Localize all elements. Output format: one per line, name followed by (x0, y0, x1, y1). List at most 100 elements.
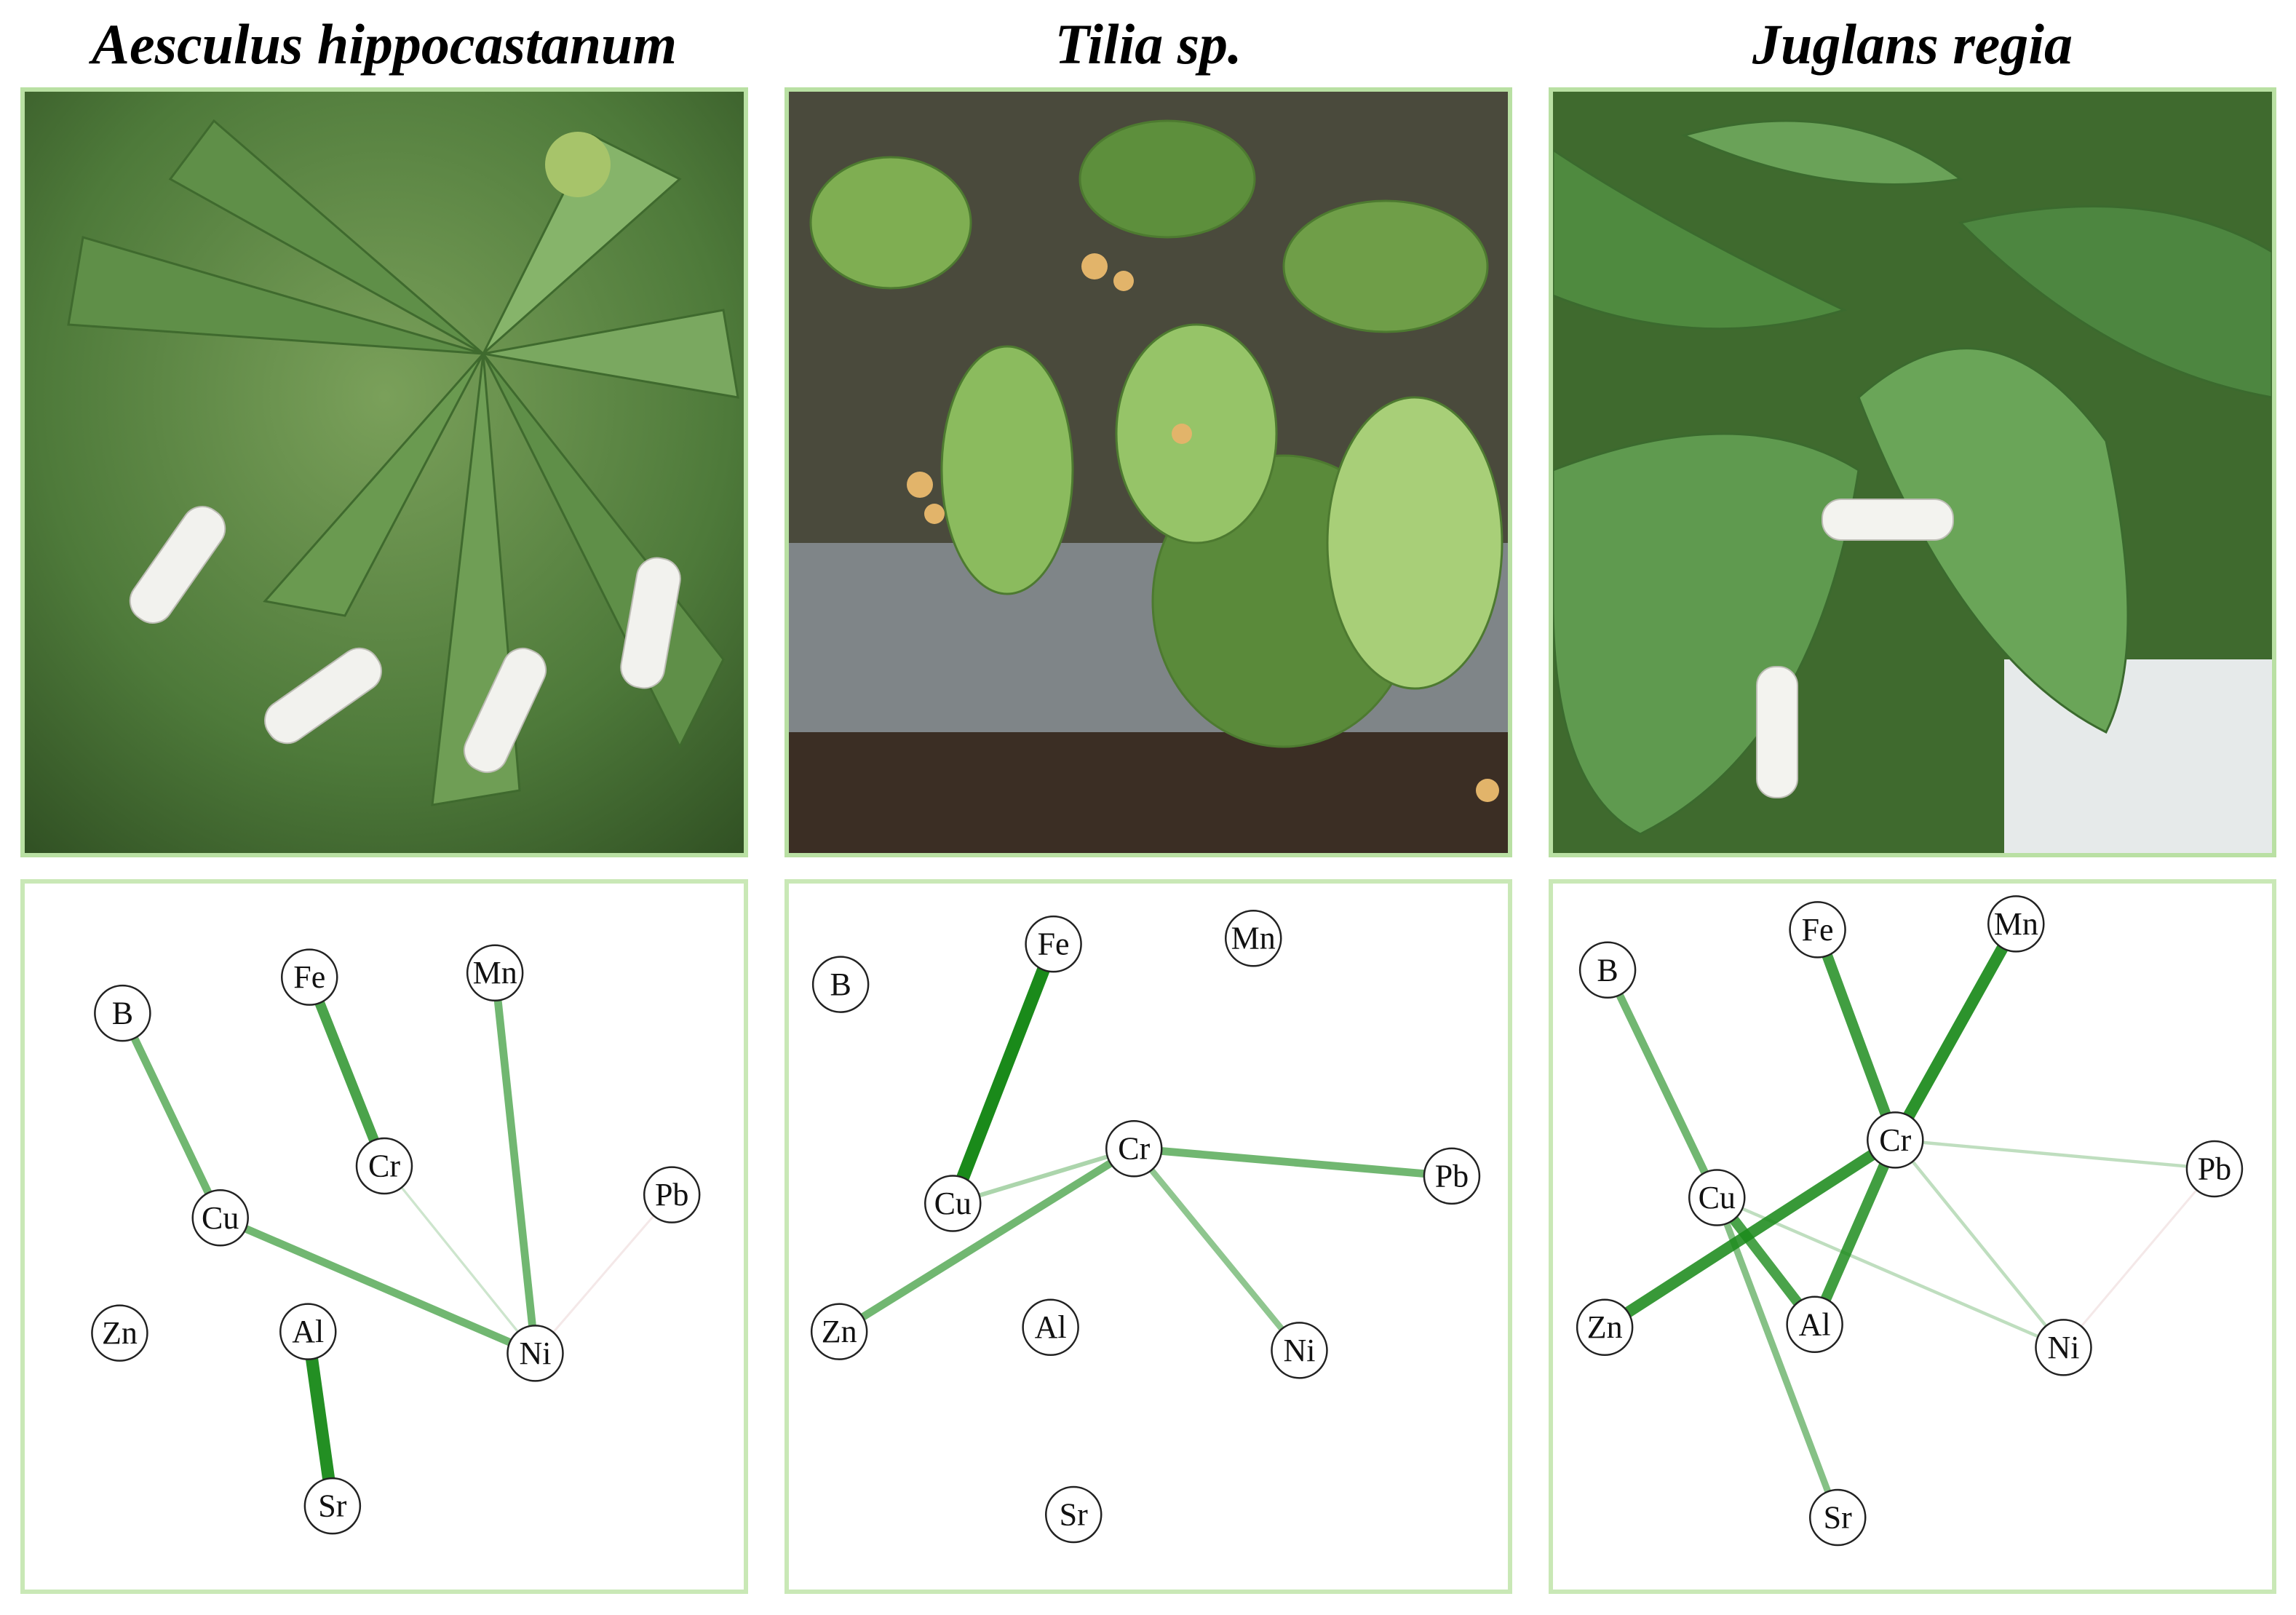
edge-fe-cr (304, 972, 389, 1171)
node-circle (355, 1137, 413, 1195)
node-circle (811, 956, 870, 1013)
node-cu: Cu (924, 1175, 982, 1232)
node-b: B (1578, 941, 1637, 999)
node-pb: Pb (643, 1166, 701, 1223)
node-circle (810, 1303, 868, 1360)
node-mn: Mn (1987, 895, 2045, 953)
node-circle (191, 1189, 249, 1247)
edge-b-cu (1603, 966, 1721, 1202)
node-mn: Mn (466, 944, 524, 1001)
node-circle (1105, 1119, 1163, 1178)
node-circle (1025, 915, 1082, 973)
node-zn: Zn (810, 1303, 868, 1360)
node-circle (2035, 1319, 2092, 1376)
node-b: B (811, 956, 870, 1013)
node-ni: Ni (1271, 1322, 1328, 1379)
leaf-photo (1549, 87, 2276, 857)
node-label: Mn (473, 955, 517, 991)
node-circle (1022, 1298, 1079, 1356)
species-title: Juglans regia (1752, 12, 2073, 76)
node-circle (1867, 1111, 1924, 1169)
node-label: Fe (293, 959, 325, 995)
node-circle (1786, 1295, 1843, 1354)
edge-pb-ni (2062, 1167, 2216, 1349)
node-label: Pb (655, 1177, 688, 1213)
node-label: Cr (1879, 1122, 1911, 1158)
node-label: Sr (1824, 1500, 1852, 1536)
edge-cr-pb (1129, 1144, 1456, 1181)
node-label: Mn (1231, 921, 1276, 956)
node-al: Al (1022, 1298, 1079, 1356)
node-label: Cr (1118, 1131, 1150, 1167)
node-circle (1044, 1485, 1103, 1544)
node-label: Fe (1038, 926, 1070, 962)
node-fe: Fe (280, 948, 338, 1006)
node-circle (466, 944, 524, 1001)
node-label: Cr (368, 1148, 400, 1184)
node-sr: Sr (303, 1477, 362, 1535)
node-label: Cu (934, 1186, 972, 1221)
node-label: Al (292, 1314, 324, 1349)
node-cr: Cr (355, 1137, 413, 1195)
node-circle (91, 1304, 148, 1362)
node-pb: Pb (2185, 1140, 2244, 1198)
leaf-photo-walnut-icon (1553, 92, 2272, 853)
edge-cr-ni (1131, 1146, 1303, 1354)
node-label: Zn (1587, 1309, 1623, 1345)
edge-mn-ni (490, 969, 539, 1357)
leaf-photo-horse-chestnut-icon (25, 92, 744, 853)
leaf-photo-linden-icon (789, 92, 1508, 853)
node-label: Cu (202, 1200, 239, 1236)
node-cr: Cr (1867, 1111, 1924, 1169)
node-label: Fe (1802, 912, 1834, 948)
node-sr: Sr (1044, 1485, 1103, 1544)
edge-cu-ni (216, 1213, 539, 1357)
node-circle (279, 1303, 337, 1360)
edge-mn-cr (1889, 918, 2022, 1146)
node-cu: Cu (1688, 1169, 1746, 1226)
node-label: Zn (102, 1315, 138, 1351)
node-circle (303, 1477, 362, 1535)
panel-aesculus: Aesculus hippocastanum (20, 0, 748, 1615)
node-al: Al (1786, 1295, 1843, 1354)
node-circle (2185, 1140, 2244, 1198)
node-label: Sr (318, 1488, 346, 1524)
edge-cr-pb (1894, 1138, 2217, 1171)
node-label: B (112, 996, 133, 1031)
edge-b-cu (118, 1009, 225, 1222)
edge-cr-ni (1894, 1138, 2065, 1349)
node-label: Ni (2047, 1330, 2079, 1365)
node-circle (1271, 1322, 1328, 1379)
node-mn: Mn (1224, 909, 1282, 967)
node-sr: Sr (1808, 1488, 1867, 1547)
node-label: Pb (2198, 1151, 2231, 1186)
node-circle (94, 984, 151, 1042)
node-label: Zn (822, 1314, 857, 1349)
node-cu: Cu (191, 1189, 249, 1247)
node-label: Ni (1283, 1333, 1315, 1368)
node-label: B (1597, 952, 1618, 988)
edge-cu-ni (1715, 1196, 2065, 1349)
node-circle (280, 948, 338, 1006)
node-label: Cu (1699, 1180, 1736, 1215)
edge-cu-sr (1713, 1194, 1841, 1521)
node-circle (1688, 1169, 1746, 1226)
node-pb: Pb (1423, 1147, 1481, 1205)
edge-cr-cu (950, 1146, 1137, 1206)
node-zn: Zn (91, 1304, 148, 1362)
leaf-photo (784, 87, 1512, 857)
node-fe: Fe (1789, 901, 1846, 959)
leaf-photo (20, 87, 748, 857)
species-title: Tilia sp. (1054, 12, 1242, 76)
node-circle (924, 1175, 982, 1232)
node-label: Al (1035, 1309, 1067, 1345)
node-b: B (94, 984, 151, 1042)
node-label: Pb (1435, 1158, 1469, 1194)
edge-cr-zn (835, 1144, 1138, 1336)
